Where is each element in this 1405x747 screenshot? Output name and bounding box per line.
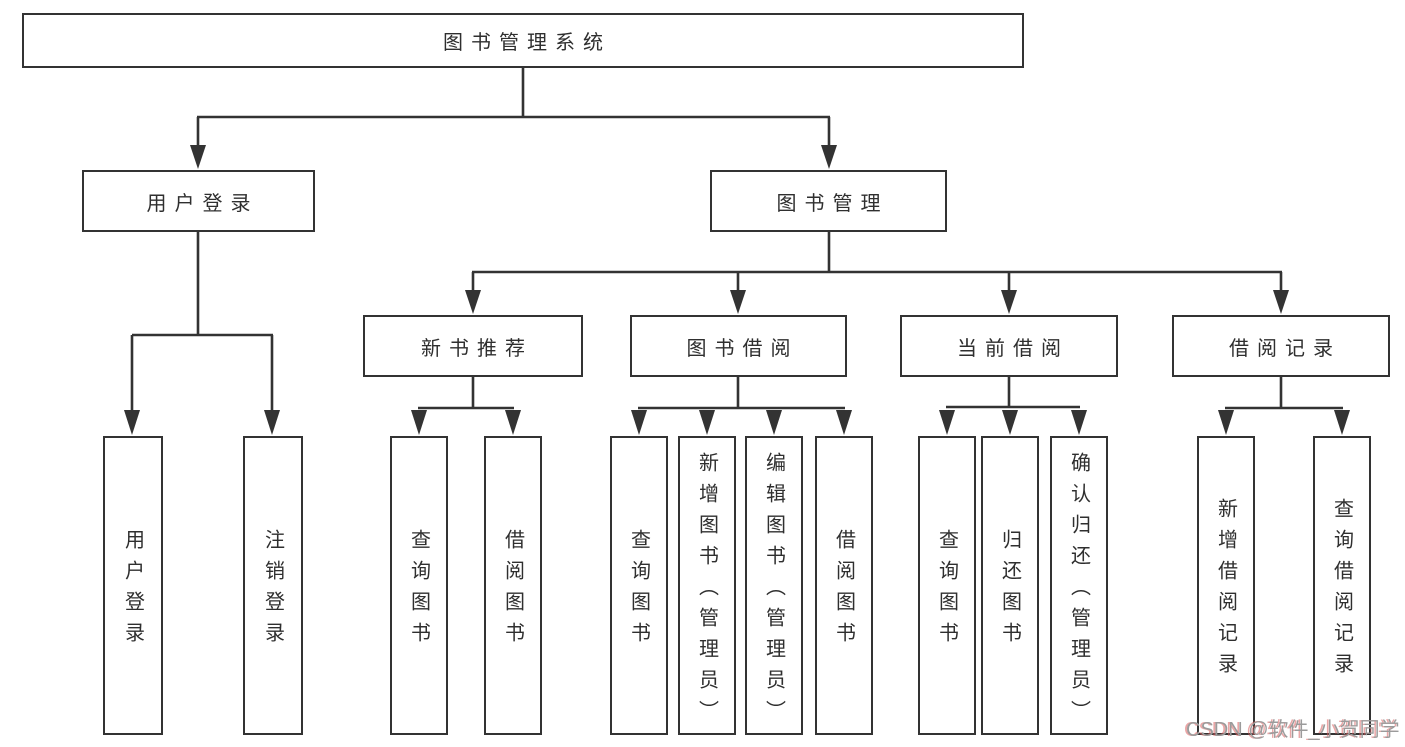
leaf-label: 编辑图书（管理员） bbox=[762, 451, 785, 731]
leaf-query-books-recommend: 查询图书 bbox=[390, 436, 448, 735]
connector-current-borrow-children bbox=[939, 377, 1087, 435]
node-label: 用户登录 bbox=[146, 192, 259, 215]
leaf-label: 注销登录 bbox=[261, 529, 284, 653]
leaf-query-books-borrow: 查询图书 bbox=[610, 436, 668, 735]
node-label: 图书借阅 bbox=[686, 337, 799, 360]
node-user-login: 用户登录 bbox=[82, 170, 315, 232]
csdn-watermark: CSDN @软件_小贺同学 CSDN @软件_小贺同学 bbox=[1184, 713, 1400, 742]
leaf-edit-book-admin: 编辑图书（管理员） bbox=[745, 436, 803, 735]
node-current-borrow: 当前借阅 bbox=[900, 315, 1118, 377]
leaf-logout: 注销登录 bbox=[243, 436, 303, 735]
connector-book-borrow-children bbox=[631, 377, 852, 435]
node-label: 图书管理系统 bbox=[443, 32, 611, 54]
leaf-query-books-current: 查询图书 bbox=[918, 436, 976, 735]
leaf-add-borrow-record: 新增借阅记录 bbox=[1197, 436, 1255, 735]
node-new-book-recommend: 新书推荐 bbox=[363, 315, 583, 377]
connector-book-management-children bbox=[465, 232, 1289, 314]
leaf-label: 新增借阅记录 bbox=[1214, 498, 1237, 684]
leaf-label: 用户登录 bbox=[121, 529, 144, 653]
watermark-text-red: CSDN @软件_小贺同学 bbox=[1184, 719, 1398, 741]
leaf-label: 查询图书 bbox=[627, 529, 650, 653]
leaf-label: 查询借阅记录 bbox=[1330, 498, 1353, 684]
leaf-label: 借阅图书 bbox=[501, 529, 524, 653]
leaf-label: 新增图书（管理员） bbox=[695, 451, 718, 731]
leaf-confirm-return-admin: 确认归还（管理员） bbox=[1050, 436, 1108, 735]
leaf-label: 查询图书 bbox=[935, 529, 958, 653]
leaf-return-books: 归还图书 bbox=[981, 436, 1039, 735]
connector-new-book-recommend-children bbox=[411, 377, 521, 435]
leaf-label: 确认归还（管理员） bbox=[1067, 451, 1090, 731]
node-borrow-records: 借阅记录 bbox=[1172, 315, 1390, 377]
node-label: 当前借阅 bbox=[957, 337, 1069, 360]
leaf-borrow-books: 借阅图书 bbox=[815, 436, 873, 735]
leaf-borrow-books-recommend: 借阅图书 bbox=[484, 436, 542, 735]
node-library-management-system: 图书管理系统 bbox=[22, 13, 1024, 68]
node-label: 图书管理 bbox=[776, 192, 889, 215]
node-book-borrow: 图书借阅 bbox=[630, 315, 847, 377]
connector-root-to-level2 bbox=[190, 68, 837, 169]
leaf-label: 借阅图书 bbox=[832, 529, 855, 653]
node-label: 新书推荐 bbox=[421, 337, 533, 360]
leaf-label: 归还图书 bbox=[998, 529, 1021, 653]
watermark-text: CSDN @软件_小贺同学 bbox=[1186, 719, 1400, 741]
leaf-user-login: 用户登录 bbox=[103, 436, 163, 735]
leaf-label: 查询图书 bbox=[407, 529, 430, 653]
node-label: 借阅记录 bbox=[1229, 337, 1341, 360]
node-book-management: 图书管理 bbox=[710, 170, 947, 232]
leaf-query-borrow-record: 查询借阅记录 bbox=[1313, 436, 1371, 735]
leaf-add-book-admin: 新增图书（管理员） bbox=[678, 436, 736, 735]
connector-borrow-records-children bbox=[1218, 377, 1350, 435]
connector-user-login-children bbox=[124, 232, 280, 435]
